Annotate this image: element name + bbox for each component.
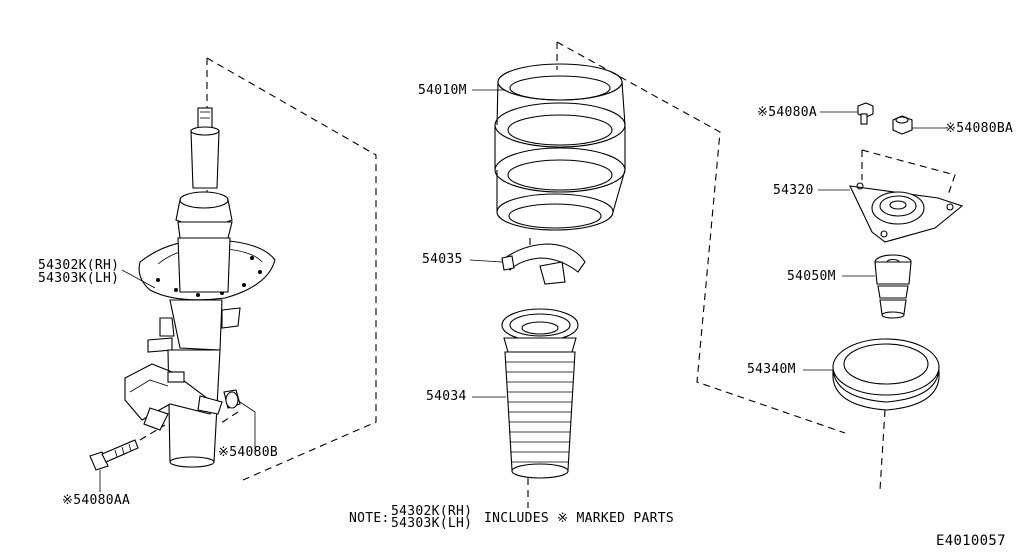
leader-lines xyxy=(99,89,946,492)
label-spring: 54010M xyxy=(418,83,467,98)
note-line2: 54303K(LH) xyxy=(391,516,473,531)
nut-54080a xyxy=(857,102,874,125)
label-bound-bumper: 54050M xyxy=(787,269,836,284)
nut-54080b xyxy=(223,389,241,409)
label-nut-54080ba: ※54080BA xyxy=(945,121,1014,136)
strut-assembly xyxy=(124,107,276,468)
label-spring-seat: 54035 xyxy=(422,252,463,267)
diagram-id: E4010057 xyxy=(936,533,1006,549)
bolt-54080aa xyxy=(89,439,139,471)
label-bound-bumper-boot: 54034 xyxy=(426,389,467,404)
label-strut-lh: 54303K(LH) xyxy=(38,271,120,286)
mount-insulator xyxy=(849,182,964,243)
note-line1: 54302K(RH) xyxy=(391,504,473,519)
strut-bearing xyxy=(832,338,940,411)
label-bolt-54080aa: ※54080AA xyxy=(62,493,131,508)
label-strut-rh: 54302K(RH) xyxy=(38,258,120,273)
label-nut-54080b: ※54080B xyxy=(218,445,278,460)
bound-bumper-boot xyxy=(501,308,579,479)
spring-seat xyxy=(501,243,586,285)
coil-spring xyxy=(494,63,626,231)
label-strut-bearing: 54340M xyxy=(747,362,796,377)
bound-bumper xyxy=(874,254,912,319)
note-prefix: NOTE: xyxy=(349,511,390,526)
nut-54080ba xyxy=(892,115,913,135)
label-nut-54080a: ※54080A xyxy=(757,105,817,120)
note-suffix: INCLUDES ※ MARKED PARTS xyxy=(484,511,674,526)
assembly-dashed-outline-right xyxy=(556,41,956,434)
label-mount-insulator: 54320 xyxy=(773,183,814,198)
